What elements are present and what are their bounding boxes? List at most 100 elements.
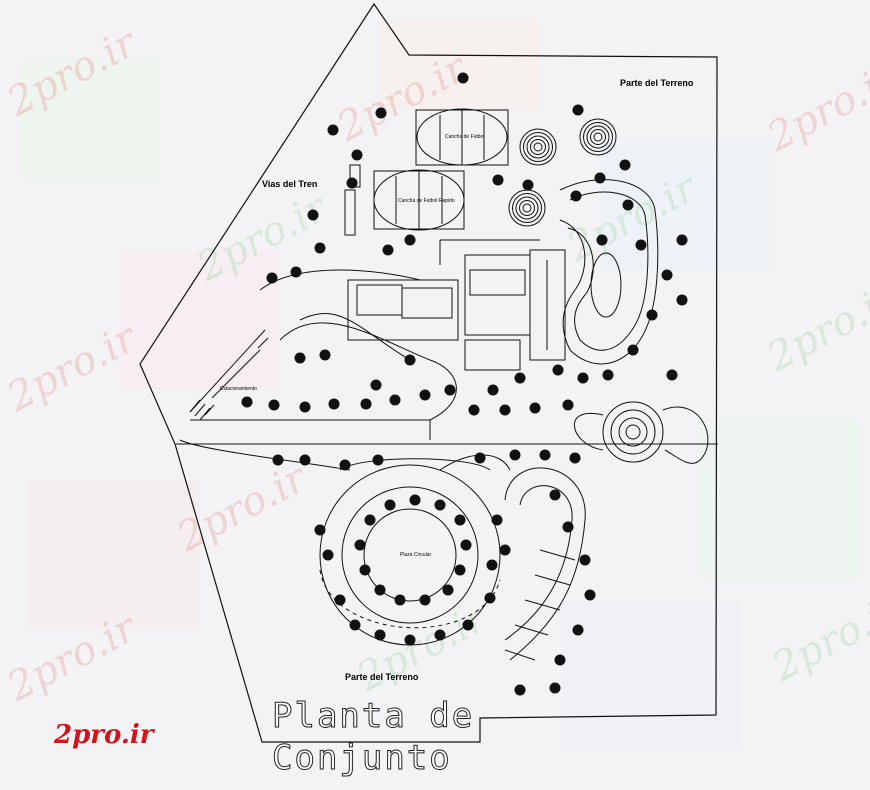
tree-mark [299,454,311,466]
tree-mark [374,584,386,596]
tree-mark [290,266,302,278]
tree-mark [522,179,534,191]
tree-mark [454,514,466,526]
tree-mark [596,234,608,246]
field-1-label: Cancha de Futbol [445,134,485,140]
tree-mark [572,624,584,636]
soccer-field-2 [373,169,465,231]
tree-mark [334,594,346,606]
tree-mark [241,396,253,408]
tree-mark [539,449,551,461]
tree-mark [322,549,334,561]
tree-mark [360,398,372,410]
tree-mark [529,402,541,414]
tree-mark [384,499,396,511]
stairs [189,337,269,421]
tree-mark [351,149,363,161]
main-building [347,239,566,371]
hatched-tree-ring [519,200,535,216]
tree-mark [382,244,394,256]
tree-mark [272,454,284,466]
hatched-tree-ring [579,118,617,156]
tree-mark [299,401,311,413]
terrain-label-bottom: Parte del Terreno [345,672,419,682]
lower-curve [279,322,457,421]
tree-mark [491,514,503,526]
hatched-tree-ring [523,132,553,162]
tree-mark [492,174,504,186]
tree-mark [404,634,416,646]
tree-mark [569,452,581,464]
tree-mark [579,554,591,566]
tree-mark [474,452,486,464]
tree-mark [549,489,561,501]
tree-mark [359,564,371,576]
tree-mark [661,269,673,281]
tree-mark [627,344,639,356]
tree-mark [552,364,564,376]
hatched-tree-ring [590,129,606,145]
tree-mark [434,629,446,641]
hatched-tree-ring [508,189,546,227]
hatched-tree-ring [530,139,546,155]
tree-mark [314,524,326,536]
tree-mark [460,539,472,551]
soccer-field-1 [415,108,509,166]
tree-mark [266,272,278,284]
tree-mark [372,454,384,466]
tree-mark [487,384,499,396]
drawing-title-line2: Conjunto [272,738,452,779]
crescent-building [504,467,586,661]
drawing-title-line1: Planta de [271,696,475,737]
tree-mark [375,107,387,119]
tree-mark [570,190,582,202]
tree-mark [409,494,421,506]
hatched-tree-ring [586,125,610,149]
tree-mark [268,399,280,411]
tree-mark [444,384,456,396]
tree-mark [484,592,496,604]
tree-mark [389,394,401,406]
tree-mark [499,544,511,556]
hatched-tree-ring [515,196,539,220]
tree-mark [572,104,584,116]
tree-mark [319,349,331,361]
tree-mark [577,372,589,384]
rail-label: Vias del Tren [262,179,318,189]
tree-mark [509,449,521,461]
tree-mark [434,499,446,511]
tree-symbols [241,72,688,696]
tree-mark [486,559,498,571]
east-track [559,179,659,365]
tree-mark [327,124,339,136]
tree-mark [442,584,454,596]
tree-mark [468,404,480,416]
tree-mark [328,398,340,410]
hatched-tree-ring [593,132,603,142]
tree-mark [676,294,688,306]
tree-mark [514,684,526,696]
hatched-trees [508,118,617,227]
tree-mark [619,159,631,171]
tree-mark [549,682,561,694]
tree-mark [454,564,466,576]
hatched-tree-ring [526,135,550,159]
tree-mark [419,389,431,401]
tree-mark [646,309,658,321]
tree-mark [562,521,574,533]
tree-mark [364,514,376,526]
brand-logo: 2pro.ir [54,720,154,750]
tree-mark [339,459,351,471]
parking-label: Estacionamiento [220,386,257,392]
tree-mark [404,354,416,366]
field-2-label: Cancha de Futbol Rapido [398,198,455,204]
tree-mark [635,239,647,251]
tree-mark [404,234,416,246]
tree-mark [554,654,566,666]
terrain-label-top: Parte del Terreno [620,78,694,88]
tree-mark [354,539,366,551]
tree-mark [676,234,688,246]
